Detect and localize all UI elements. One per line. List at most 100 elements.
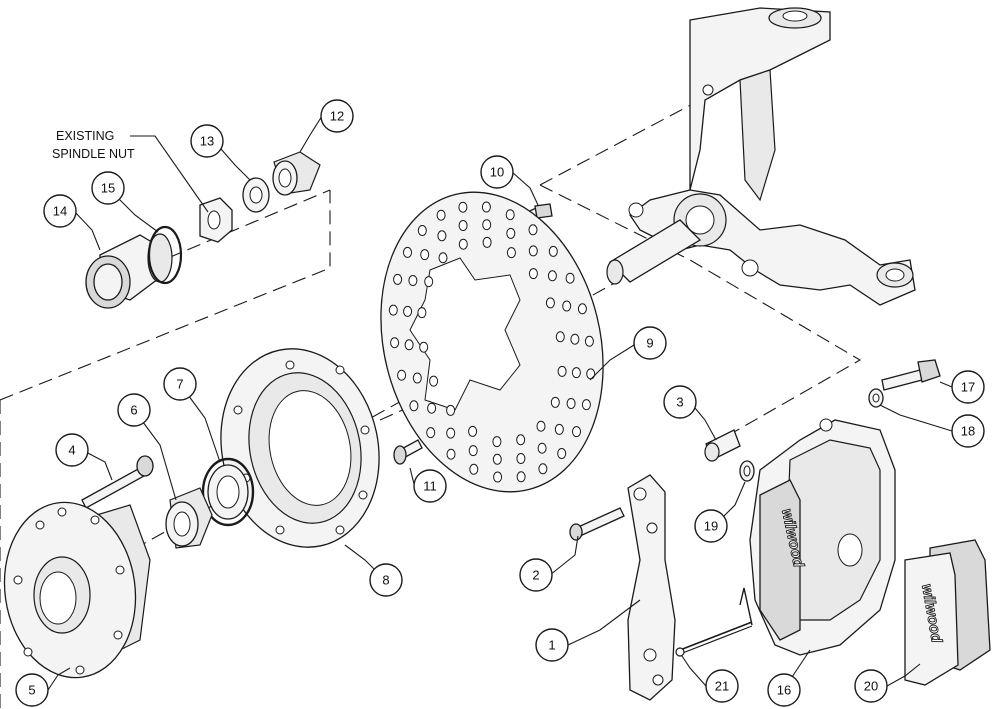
brake-pads: wilwood <box>904 539 991 686</box>
rotor-drill-hole <box>565 272 575 284</box>
callout-16-number: 16 <box>777 683 791 698</box>
rotor-drill-hole <box>446 448 456 460</box>
rotor-drill-hole <box>403 305 413 317</box>
callout-3-number: 3 <box>676 395 683 410</box>
hat-bolt <box>393 439 423 465</box>
rotor-drill-hole <box>571 367 581 379</box>
rotor-drill-hole <box>427 402 437 414</box>
callout-13[interactable]: 13 <box>190 124 224 158</box>
rotor-drill-hole <box>528 268 538 280</box>
callout-18[interactable]: 18 <box>951 414 985 448</box>
rotor-drill-hole <box>547 270 557 282</box>
caliper-washer <box>868 388 884 408</box>
inner-bearing <box>165 487 213 549</box>
rotor-drill-hole <box>528 245 538 257</box>
caliper-bolt <box>881 359 941 391</box>
rotor-drill-hole <box>554 423 564 435</box>
rotor-drill-hole <box>570 333 580 345</box>
callout-21[interactable]: 21 <box>705 669 739 703</box>
callout-12-number: 12 <box>330 109 344 124</box>
rotor-drill-hole <box>545 297 555 309</box>
rotor-drill-hole <box>438 252 448 264</box>
callout-9-number: 9 <box>646 336 653 351</box>
pad-retaining-pin <box>675 587 753 657</box>
caliper-bracket <box>627 474 676 701</box>
rotor-drill-hole <box>388 304 398 316</box>
dust-cap <box>85 233 173 309</box>
wheel-stud <box>81 455 154 509</box>
outer-bearing <box>272 151 321 196</box>
rotor-drill-hole <box>468 445 478 457</box>
rotor-drill-hole <box>446 404 456 416</box>
caliper: wilwood <box>749 418 896 656</box>
rotor-drill-hole <box>581 399 591 411</box>
rotor-drill-hole <box>505 209 515 221</box>
callout-11[interactable]: 11 <box>413 469 447 503</box>
callout-7[interactable]: 7 <box>163 367 197 401</box>
rotor-drill-hole <box>458 220 468 231</box>
rotor-drill-holes <box>388 201 596 483</box>
callout-17[interactable]: 17 <box>951 370 985 404</box>
callout-15[interactable]: 15 <box>91 171 125 205</box>
callout-20[interactable]: 20 <box>854 669 888 703</box>
callout-1[interactable]: 1 <box>535 628 569 662</box>
rotor-drill-hole <box>550 396 560 408</box>
rotor-drill-hole <box>572 426 581 438</box>
rotor-drill-hole <box>419 341 429 353</box>
rotor-drill-hole <box>536 420 546 432</box>
callout-10[interactable]: 10 <box>480 155 514 189</box>
callout-4[interactable]: 4 <box>55 433 89 467</box>
callout-6[interactable]: 6 <box>117 393 151 427</box>
rotor-drill-hole <box>437 230 447 242</box>
rotor-drill-hole <box>528 224 538 236</box>
rotor-drill-hole <box>482 219 492 231</box>
callout-1-number: 1 <box>548 638 555 653</box>
existing-label-line2: SPINDLE NUT <box>52 147 135 161</box>
callout-2-number: 2 <box>532 568 539 583</box>
callout-19-number: 19 <box>704 519 718 534</box>
rotor-drill-hole <box>420 249 430 261</box>
existing-label-line1: EXISTING <box>56 129 114 143</box>
callout-16[interactable]: 16 <box>767 673 801 707</box>
callout-19[interactable]: 19 <box>694 509 728 543</box>
rotor-drill-hole <box>555 331 565 343</box>
callout-6-number: 6 <box>130 403 137 418</box>
callout-8[interactable]: 8 <box>369 563 403 597</box>
rotor-drill-hole <box>516 471 526 483</box>
spacer <box>704 429 741 462</box>
rotor-drill-hole <box>577 303 587 315</box>
callout-11-number: 11 <box>423 479 437 494</box>
part-callouts: 1 2 3 4 5 6 7 8 9 10 11 12 13 14 15 16 1… <box>15 99 985 707</box>
rotor-drill-hole <box>557 448 567 459</box>
rotor-drill-hole <box>412 372 422 384</box>
rotor-drill-hole <box>403 246 412 258</box>
rotor-drill-hole <box>424 276 434 288</box>
callout-14-number: 14 <box>53 204 67 219</box>
callout-5[interactable]: 5 <box>15 673 49 707</box>
rotor-drill-hole <box>426 427 436 439</box>
callout-14[interactable]: 14 <box>43 194 77 228</box>
callout-4-number: 4 <box>68 443 75 458</box>
hub <box>3 501 151 679</box>
callout-8-number: 8 <box>382 573 389 588</box>
washer <box>242 177 270 213</box>
callout-18-number: 18 <box>961 424 975 439</box>
rotor-drill-hole <box>393 273 403 285</box>
rotor-drill-hole <box>537 442 547 454</box>
rotor-drill-hole <box>397 369 407 381</box>
rotor-drill-hole <box>436 209 446 221</box>
rotor-drill-hole <box>482 236 492 248</box>
bracket-washer <box>739 460 755 482</box>
rotor-drill-hole <box>390 337 400 349</box>
callout-21-number: 21 <box>715 679 729 694</box>
callout-2[interactable]: 2 <box>519 558 553 592</box>
callout-3[interactable]: 3 <box>663 385 697 419</box>
rotor-drill-hole <box>516 434 526 446</box>
callout-12[interactable]: 12 <box>320 99 354 133</box>
rotor-drill-hole <box>584 335 594 347</box>
rotor-drill-hole <box>492 436 502 448</box>
callout-9[interactable]: 9 <box>633 326 667 360</box>
drilled-rotor <box>380 191 604 493</box>
rotor-drill-hole <box>586 368 596 380</box>
rotor-drill-hole <box>417 307 427 319</box>
